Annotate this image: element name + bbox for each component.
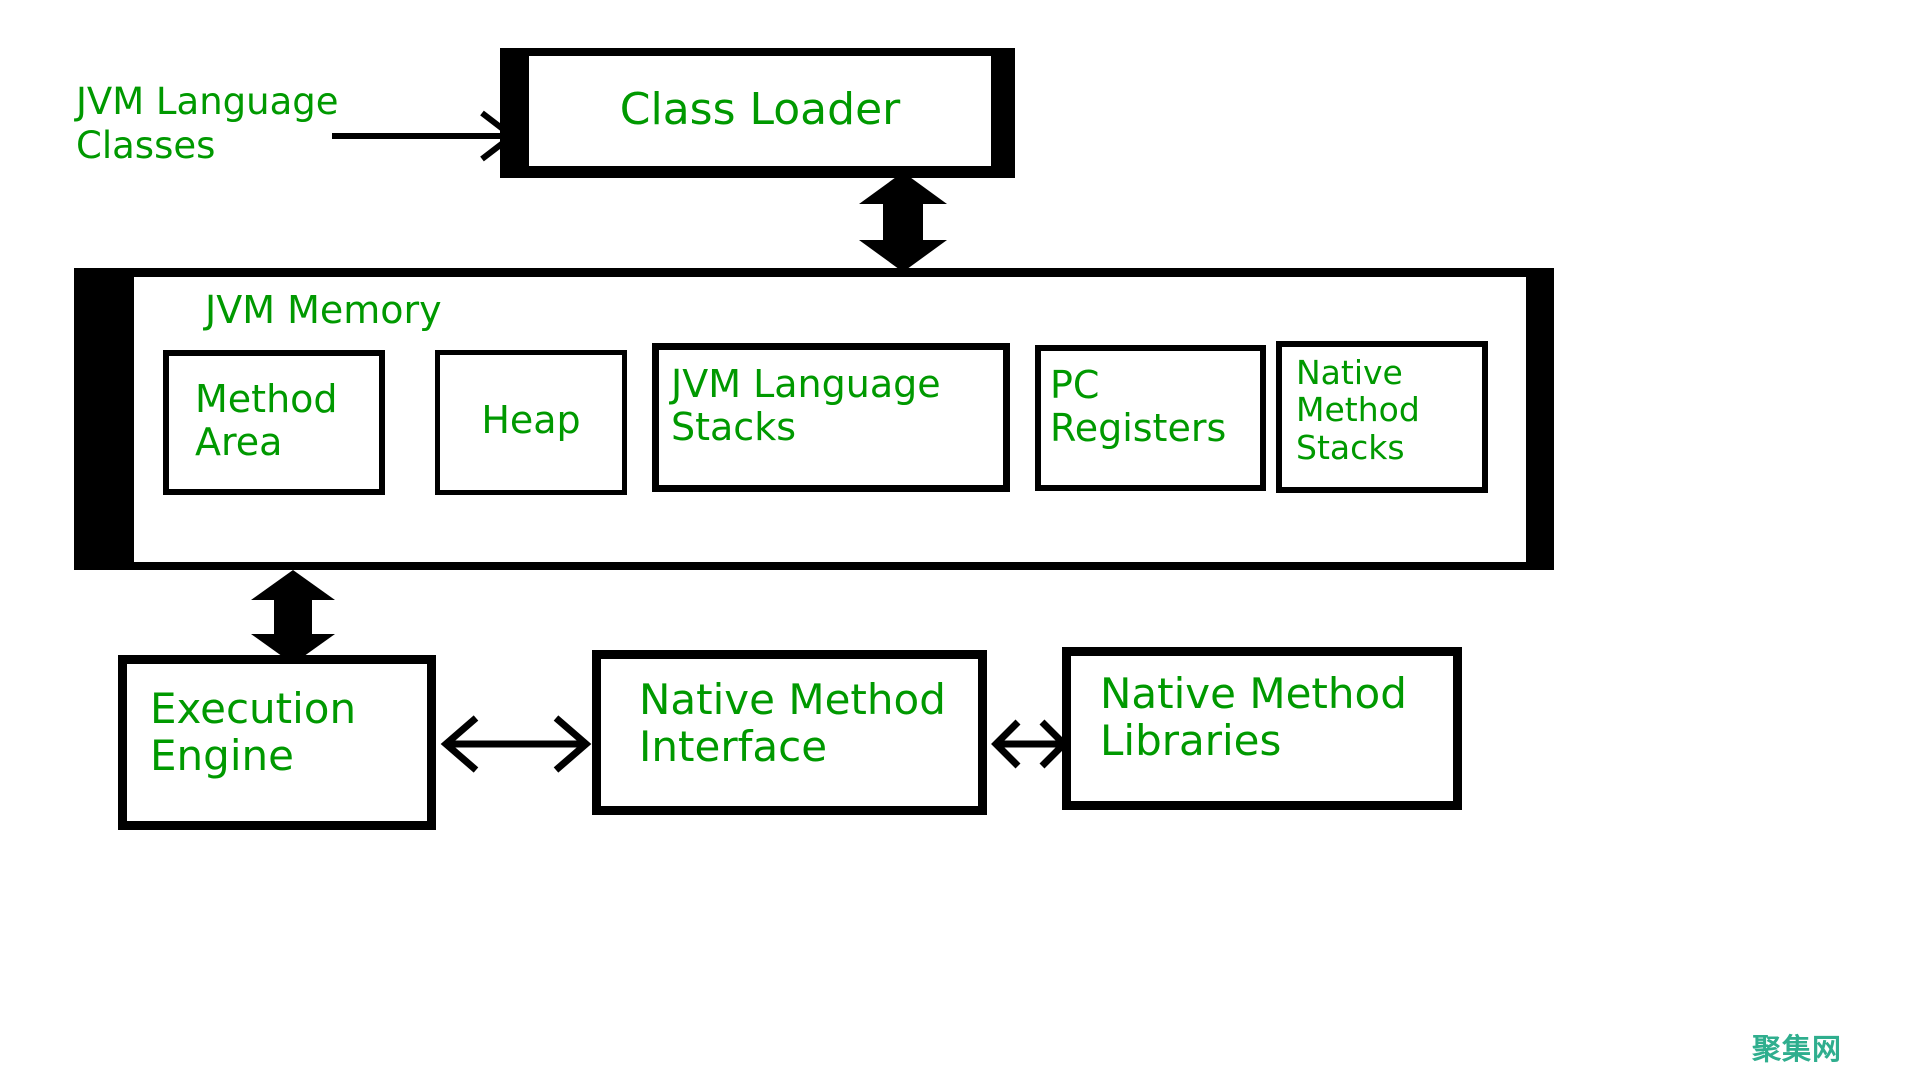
method-area-label: Method Area	[195, 377, 338, 464]
memory-to-execution-engine-block-arrow	[251, 570, 335, 664]
class-loader-label: Class Loader	[619, 84, 901, 135]
jvm-memory-region-heap[interactable]: Heap	[435, 350, 627, 495]
jvm-language-classes-label: JVM Language Classes	[76, 80, 339, 167]
heap-label: Heap	[481, 398, 581, 442]
jvm-memory-region-jvm-language-stacks[interactable]: JVM Language Stacks	[652, 343, 1010, 492]
pc-registers-label: PC Registers	[1050, 363, 1227, 450]
jvm-memory-region-method-area[interactable]: Method Area	[163, 350, 385, 495]
site-watermark: 聚集网	[1752, 1032, 1843, 1066]
jvm-memory-region-pc-registers[interactable]: PC Registers	[1035, 345, 1266, 491]
execution-engine-box[interactable]: Execution Engine	[118, 655, 436, 830]
interface-to-libraries-arrow	[991, 719, 1069, 769]
classloader-to-memory-block-arrow	[859, 172, 947, 272]
native-method-interface-box[interactable]: Native Method Interface	[592, 650, 987, 815]
classes-to-classloader-arrow	[332, 110, 517, 162]
engine-to-interface-arrow	[440, 715, 592, 773]
jvm-language-stacks-label: JVM Language Stacks	[671, 362, 941, 449]
class-loader-box[interactable]: Class Loader	[525, 52, 995, 170]
native-method-libraries-box[interactable]: Native Method Libraries	[1062, 647, 1462, 810]
native-method-stacks-label: Native Method Stacks	[1296, 353, 1420, 467]
jvm-memory-region-native-method-stacks[interactable]: Native Method Stacks	[1276, 341, 1488, 493]
execution-engine-label: Execution Engine	[150, 684, 357, 781]
native-method-interface-label: Native Method Interface	[639, 675, 946, 772]
jvm-memory-title: JVM Memory	[205, 288, 442, 332]
native-method-libraries-label: Native Method Libraries	[1100, 669, 1407, 766]
